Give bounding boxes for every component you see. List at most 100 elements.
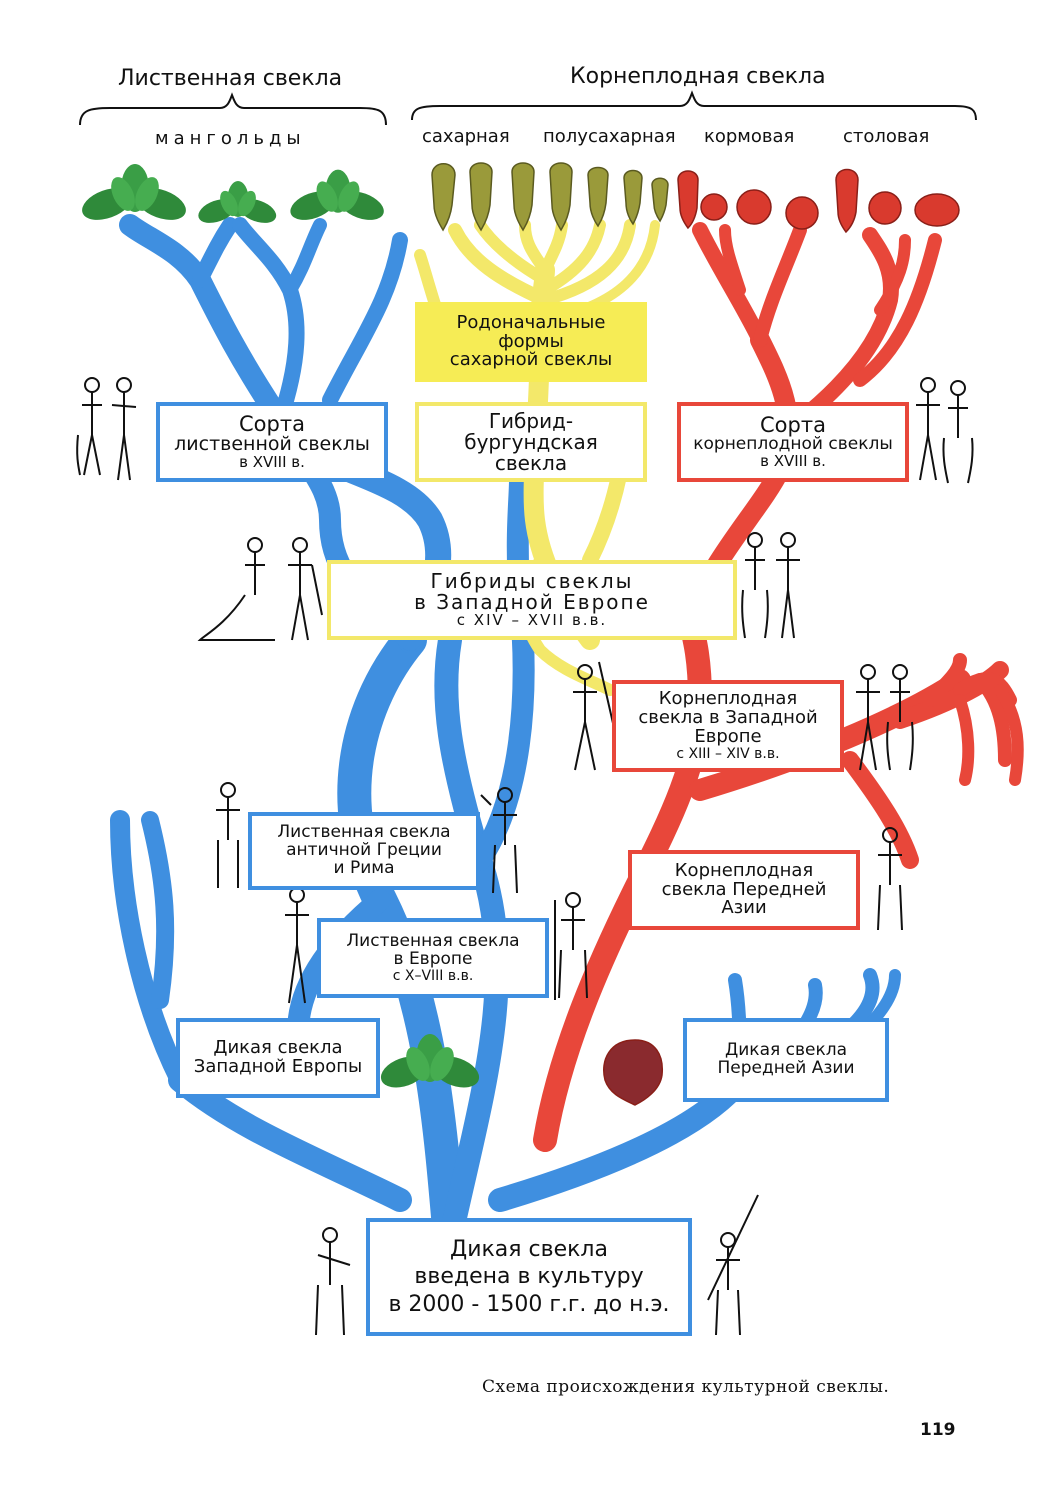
leaf-rosette-icon xyxy=(380,1034,480,1088)
root-beet-branches xyxy=(533,222,1024,1152)
leaf-ancient-line-1: Лиственная свекла xyxy=(277,822,451,843)
header-braces xyxy=(79,90,977,126)
ancestral-line-3: сахарной свеклы xyxy=(449,349,613,371)
table-label: столовая xyxy=(843,126,930,147)
wild-culture-line-3: в 2000 - 1500 г.г. до н.э. xyxy=(388,1291,670,1317)
hybrid-burgundy-box: Гибрид- бургундская свекла xyxy=(415,402,647,482)
red-beet-root-icon xyxy=(700,193,728,221)
sugar-beet-root-icon xyxy=(623,169,643,226)
leaf-europe-line-2: в Европе xyxy=(393,948,473,969)
leaf-ancient-line-2: античной Греции xyxy=(286,840,442,861)
wild-near-east-line-2: Передней Азии xyxy=(717,1058,855,1078)
sugar-beet-root-icon xyxy=(549,162,573,232)
wild-near-east-line-1: Дикая свекла xyxy=(724,1040,847,1061)
leaf-ancient-line-3: и Рима xyxy=(333,857,395,878)
leaf-rosette-icon xyxy=(82,164,186,220)
fodder-label: кормовая xyxy=(704,126,795,147)
root-near-east-line-2: свекла Передней xyxy=(661,878,827,900)
sugar-beet-root-icon xyxy=(651,177,669,223)
sugar-beet-root-icon xyxy=(511,162,535,232)
page-number: 119 xyxy=(920,1420,956,1440)
root-near-east-line-3: Азии xyxy=(721,897,767,919)
hybrid-burgundy-line-3: свекла xyxy=(494,450,568,475)
root-near-east-box: Корнеплодная свекла Передней Азии xyxy=(628,850,860,930)
red-beet-root-icon xyxy=(785,196,819,230)
sugar-beet-root-icon xyxy=(469,162,493,232)
semi-sugar-label: полусахарная xyxy=(543,126,676,147)
wild-west-europe-box: Дикая свекла Западной Европы xyxy=(176,1018,380,1098)
root-west-line-2: свекла в Западной xyxy=(638,707,818,729)
hybrids-west-europe-box: Гибриды свеклы в Западной Европе с XIV –… xyxy=(327,560,737,640)
sugar-label: сахарная xyxy=(422,126,510,147)
root-west-line-1: Корнеплодная xyxy=(658,688,798,710)
ancestral-forms-box: Родоначальные формы сахарной свеклы xyxy=(415,302,647,382)
red-roots xyxy=(603,168,960,1106)
historical-figure-icon xyxy=(573,661,616,771)
root-varieties-line-1: Сорта xyxy=(760,413,826,438)
historical-figure-icon xyxy=(741,532,769,639)
leaf-beet-header: Лиственная свекла xyxy=(118,66,343,91)
historical-figure-icon xyxy=(288,537,323,641)
hybrid-burgundy-line-1: Гибрид- xyxy=(488,408,574,433)
leaf-varieties-box: Сорта лиственной свеклы в XVIII в. xyxy=(156,402,388,482)
historical-figure-icon xyxy=(111,377,137,481)
root-beet-brace xyxy=(411,90,977,121)
historical-figure-icon xyxy=(197,537,275,641)
leaf-rosettes xyxy=(82,164,480,1088)
hybrids-west-line-3: с XIV – XVII в.в. xyxy=(456,611,608,630)
sugar-roots xyxy=(431,162,669,232)
historical-figure-icon xyxy=(707,1194,759,1336)
historical-figure-icon xyxy=(76,377,102,476)
leaf-europe-line-3: с X–VIII в.в. xyxy=(392,967,474,984)
historical-figure-icon xyxy=(942,380,974,484)
red-beet-root-icon xyxy=(835,168,859,234)
historical-figure-icon xyxy=(916,377,940,481)
ancestral-line-2: формы xyxy=(498,330,564,352)
leaf-varieties-line-2: лиственной свеклы xyxy=(174,433,370,456)
sugar-beet-root-icon xyxy=(431,163,456,232)
leaf-varieties-line-3: в XVIII в. xyxy=(239,453,305,472)
leaf-varieties-line-1: Сорта xyxy=(239,412,305,437)
hybrids-west-line-1: Гибриды свеклы xyxy=(430,569,634,594)
hybrid-burgundy-line-2: бургундская xyxy=(464,429,598,454)
historical-figures xyxy=(76,377,974,1336)
historical-figure-icon xyxy=(554,892,588,1000)
wild-culture-line-1: Дикая свекла xyxy=(450,1236,608,1262)
historical-figure-icon xyxy=(856,664,880,771)
root-west-line-4: с XIII – XIV в.в. xyxy=(676,745,780,762)
red-beet-root-icon xyxy=(603,1039,663,1106)
leaf-rosette-icon xyxy=(290,169,384,220)
leaf-beet-brace xyxy=(79,92,387,126)
root-beet-header: Корнеплодная свекла xyxy=(570,64,826,89)
historical-figure-icon xyxy=(216,782,240,888)
hybrids-west-line-2: в Западной Европе xyxy=(414,590,650,615)
historical-figure-icon xyxy=(877,827,903,931)
root-near-east-line-1: Корнеплодная xyxy=(674,859,814,881)
root-varieties-line-2: корнеплодной свеклы xyxy=(693,434,893,455)
historical-figure-icon xyxy=(886,664,914,771)
root-varieties-line-3: в XVIII в. xyxy=(760,452,826,471)
wild-near-east-box: Дикая свекла Передней Азии xyxy=(683,1018,889,1102)
wild-culture-line-2: введена в культуру xyxy=(414,1264,644,1290)
leaf-ancient-box: Лиственная свекла античной Греции и Рима xyxy=(248,812,480,890)
red-beet-root-icon xyxy=(868,191,902,225)
root-west-line-3: Европе xyxy=(694,726,762,748)
historical-figure-icon xyxy=(776,532,800,639)
wild-culture-box: Дикая свекла введена в культуру в 2000 -… xyxy=(366,1218,692,1336)
red-beet-root-icon xyxy=(914,193,960,227)
ancestral-line-1: Родоначальные xyxy=(456,311,606,333)
chard-label: мангольды xyxy=(155,128,306,149)
root-varieties-box: Сорта корнеплодной свеклы в XVIII в. xyxy=(677,402,909,482)
sugar-beet-root-icon xyxy=(587,166,609,228)
wild-west-line-2: Западной Европы xyxy=(193,1056,363,1077)
historical-figure-icon xyxy=(480,787,518,894)
root-west-europe-box: Корнеплодная свекла в Западной Европе с … xyxy=(612,680,844,772)
red-beet-root-icon xyxy=(677,170,699,230)
historical-figure-icon xyxy=(315,1227,351,1336)
figure-caption: Схема происхождения культурной свеклы. xyxy=(482,1377,890,1397)
red-beet-root-icon xyxy=(736,189,772,225)
leaf-europe-line-1: Лиственная свекла xyxy=(346,930,520,951)
leaf-europe-box: Лиственная свекла в Европе с X–VIII в.в. xyxy=(317,918,549,998)
leaf-rosette-icon xyxy=(198,181,277,223)
wild-west-line-1: Дикая свекла xyxy=(213,1037,343,1059)
